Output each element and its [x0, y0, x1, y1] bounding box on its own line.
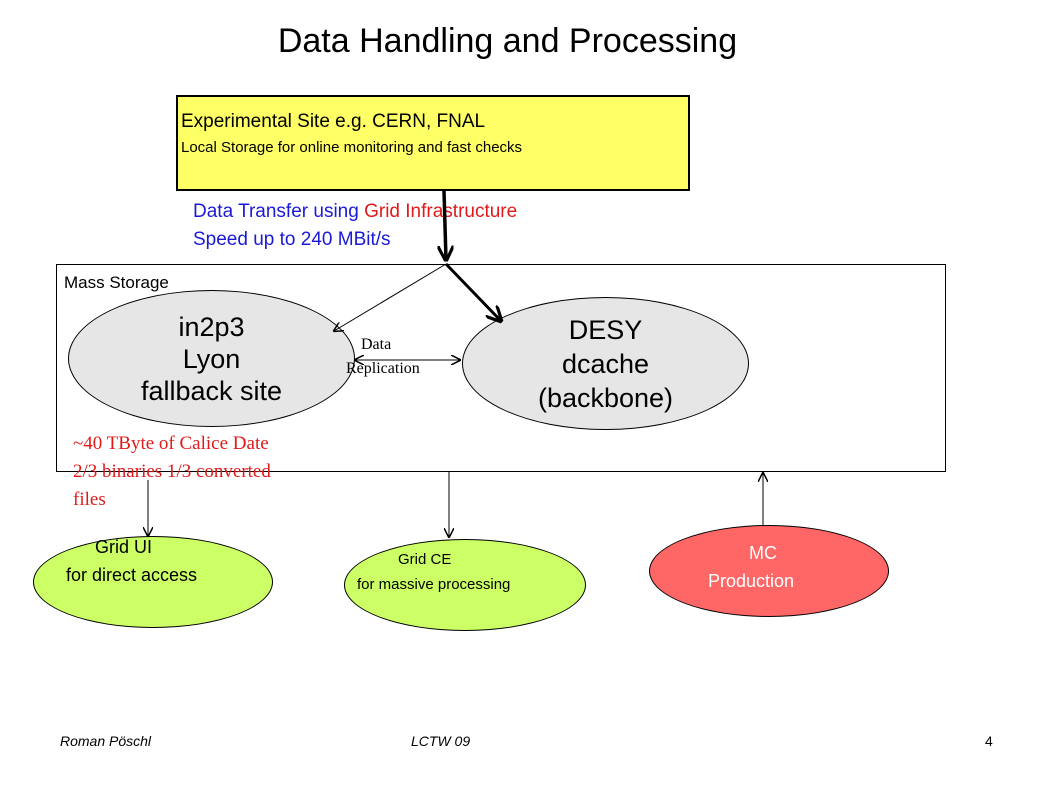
lyon-line3: fallback site — [140, 375, 283, 406]
page-number: 4 — [985, 733, 993, 749]
data-transfer-prefix: Data Transfer using — [193, 201, 365, 222]
mc-label: MC — [749, 543, 777, 563]
lyon-storage-node: in2p3 Lyon fallback site — [68, 290, 355, 427]
grid-ce-node — [344, 539, 586, 631]
footer-author: Roman Pöschl — [60, 733, 152, 749]
grid-ce-sublabel: for massive processing — [357, 576, 511, 593]
replication-label-line2: Replication — [346, 360, 420, 377]
grid-infrastructure-highlight: Grid Infrastructure — [364, 201, 518, 222]
mc-sublabel: Production — [708, 571, 795, 591]
desy-storage-node: DESY dcache (backbone) — [462, 297, 749, 430]
data-transfer-text: Data Transfer using Grid Infrastructure — [193, 201, 517, 223]
storage-note-line3: files — [73, 489, 106, 510]
desy-line2: dcache — [561, 348, 650, 379]
storage-note-line1: ~40 TByte of Calice Date — [73, 433, 269, 454]
slide-title: Data Handling and Processing — [277, 22, 738, 60]
local-storage-label: Local Storage for online monitoring and … — [181, 139, 523, 156]
replication-label-line1: Data — [361, 336, 392, 353]
grid-ce-label: Grid CE — [398, 551, 452, 568]
experimental-site-label: Experimental Site e.g. CERN, FNAL — [181, 111, 486, 132]
mass-storage-label: Mass Storage — [64, 273, 169, 292]
grid-ui-sublabel: for direct access — [66, 565, 198, 585]
transfer-speed-text: Speed up to 240 MBit/s — [193, 229, 391, 250]
grid-ui-node — [33, 536, 273, 628]
experimental-site-box — [176, 95, 690, 191]
grid-ui-label: Grid UI — [95, 537, 153, 557]
desy-line1: DESY — [568, 314, 643, 345]
storage-note-line2: 2/3 binaries 1/3 converted — [73, 461, 271, 482]
lyon-line2: Lyon — [182, 343, 241, 374]
lyon-line1: in2p3 — [178, 311, 245, 342]
footer-conference: LCTW 09 — [411, 733, 471, 749]
mc-production-node — [649, 525, 889, 617]
desy-line3: (backbone) — [537, 382, 674, 413]
